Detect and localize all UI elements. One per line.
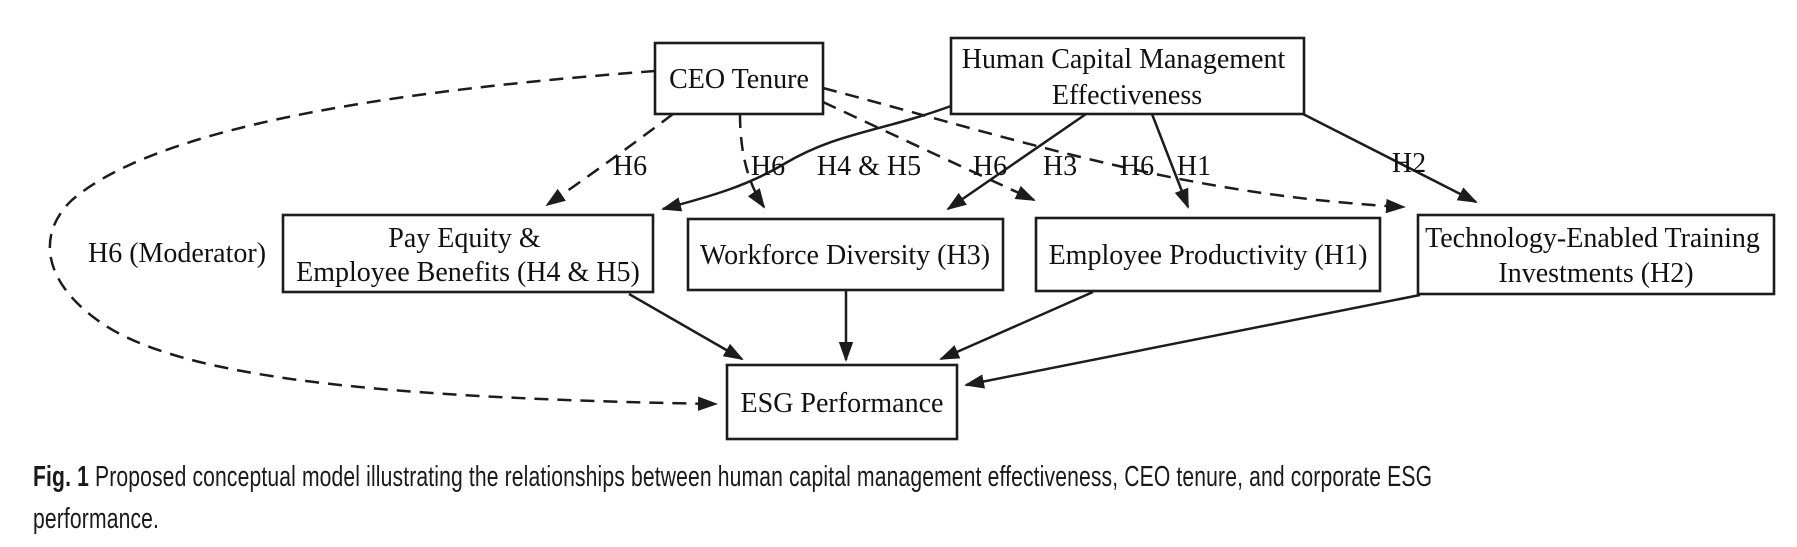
edge-label-h6-technology: H6 — [1120, 151, 1154, 182]
edge-h2-hcm-to-technology — [1302, 112, 1478, 204]
pay-equity-box — [281, 213, 655, 294]
technology-training-box — [1416, 213, 1776, 296]
ceo-tenure-box — [653, 41, 825, 116]
employee-productivity-label: Employee Productivity (H1) — [1049, 240, 1368, 271]
edge-h6-ceo-to-productivity — [822, 100, 1036, 202]
edge-pay-equity-to-esg — [628, 292, 744, 361]
edge-h1-hcm-to-productivity — [1150, 113, 1190, 209]
node-hcm-effectiveness: Human Capital Management Effectiveness — [949, 36, 1306, 116]
edge-label-h6-workforce: H6 — [751, 151, 785, 182]
figure-caption-text: Proposed conceptual model illustrating t… — [33, 461, 1433, 535]
edge-technology-to-esg — [964, 293, 1421, 389]
esg-performance-box — [725, 363, 959, 441]
workforce-diversity-label: Workforce Diversity (H3) — [700, 240, 990, 271]
hcm-effectiveness-label: Human Capital Management Effectiveness — [962, 44, 1292, 111]
node-esg-performance: ESG Performance — [725, 363, 959, 441]
edge-labels: H6 (Moderator) H6 H6 H4 & H5 H6 H3 H6 H1… — [88, 148, 1426, 269]
edge-label-h4-h5: H4 & H5 — [817, 151, 921, 182]
figure-caption: Fig. 1 Proposed conceptual model illustr… — [33, 456, 1513, 540]
edge-productivity-to-esg — [939, 290, 1094, 361]
edge-label-h6-productivity: H6 — [973, 151, 1007, 182]
edge-label-h2: H2 — [1392, 148, 1426, 179]
hcm-effectiveness-box — [949, 36, 1306, 116]
edge-h4h5-hcm-to-pay-equity — [661, 104, 952, 212]
node-pay-equity: Pay Equity & Employee Benefits (H4 & H5) — [281, 213, 655, 294]
workforce-diversity-box — [686, 217, 1005, 292]
pay-equity-label: Pay Equity & Employee Benefits (H4 & H5) — [296, 223, 640, 288]
edge-label-h1: H1 — [1177, 151, 1211, 182]
employee-productivity-box — [1034, 216, 1382, 293]
esg-performance-label: ESG Performance — [741, 388, 944, 419]
edges — [48, 69, 1478, 411]
edge-label-h6-moderator: H6 (Moderator) — [88, 238, 266, 269]
edge-h3-hcm-to-workforce — [946, 112, 1087, 211]
node-technology-training: Technology-Enabled Training Investments … — [1416, 213, 1776, 296]
edge-h6-ceo-to-pay-equity — [545, 113, 674, 207]
node-ceo-tenure: CEO Tenure — [653, 41, 825, 116]
ceo-tenure-label: CEO Tenure — [669, 64, 809, 95]
technology-training-label: Technology-Enabled Training Investments … — [1425, 223, 1767, 289]
node-workforce-diversity: Workforce Diversity (H3) — [686, 217, 1005, 292]
edge-label-h6-pay-equity: H6 — [613, 151, 647, 182]
edge-h6-ceo-to-workforce — [738, 113, 766, 209]
edge-h6-moderator-ceo-to-esg — [48, 69, 718, 411]
edge-label-h3: H3 — [1043, 151, 1077, 182]
figure-caption-number: Fig. 1 — [33, 461, 89, 493]
conceptual-model-diagram: H6 (Moderator) H6 H6 H4 & H5 H6 H3 H6 H1… — [48, 36, 1776, 441]
node-employee-productivity: Employee Productivity (H1) — [1034, 216, 1382, 293]
